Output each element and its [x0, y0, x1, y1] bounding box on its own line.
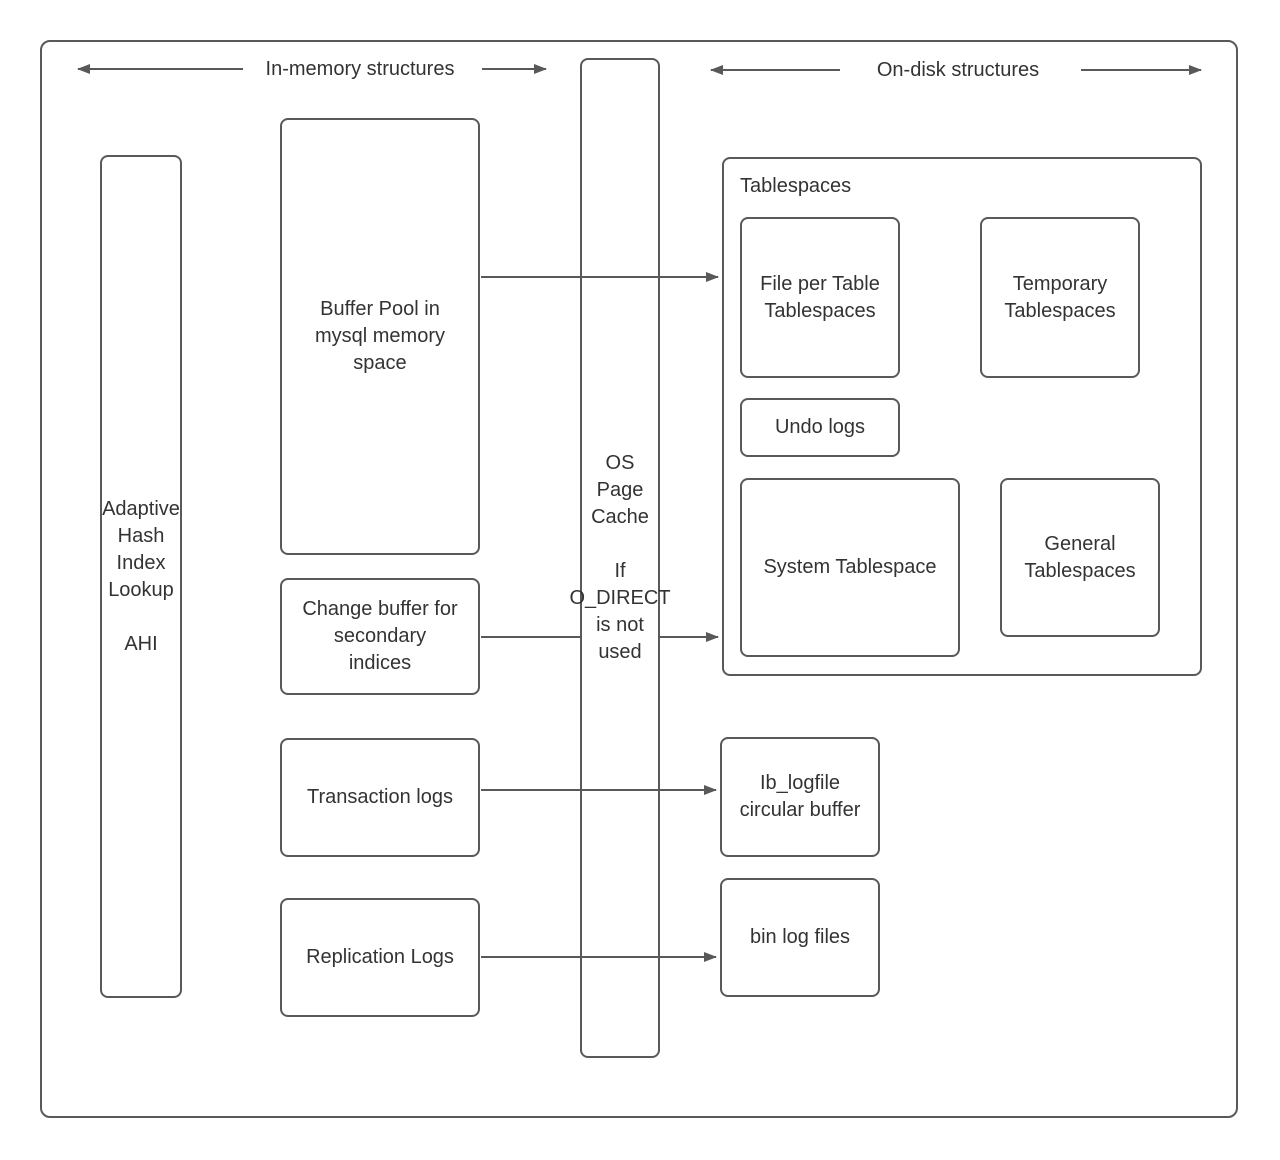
general-tablespaces-label: General Tablespaces: [1024, 532, 1136, 582]
temporary-tablespaces-box: Temporary Tablespaces: [980, 217, 1140, 378]
undo-logs-label: Undo logs: [774, 416, 866, 438]
ahi-label: Adaptive Hash Index Lookup AHI: [102, 497, 180, 655]
system-tablespace-box: System Tablespace: [740, 478, 960, 657]
system-tablespace-label: System Tablespace: [763, 556, 937, 578]
outer-border: [40, 40, 1238, 1118]
change-buffer-label: Change buffer for secondary indices: [302, 598, 458, 674]
file-per-table-label: File per Table Tablespaces: [760, 272, 880, 322]
replication-logs-label: Replication Logs: [306, 946, 454, 968]
bin-log-files-label: bin log files: [749, 926, 851, 948]
os-page-cache-box: OS Page Cache If O_DIRECT is not used: [569, 58, 671, 1058]
file-per-table-box: File per Table Tablespaces: [740, 217, 900, 378]
ahi-box: Adaptive Hash Index Lookup AHI: [100, 155, 182, 998]
on-disk-structures-title: On-disk structures: [876, 59, 1040, 81]
os-page-cache-label: OS Page Cache If O_DIRECT is not used: [569, 452, 671, 663]
temporary-tablespaces-label: Temporary Tablespaces: [1004, 272, 1116, 322]
change-buffer-box: Change buffer for secondary indices: [280, 578, 480, 695]
general-tablespaces-box: General Tablespaces: [1000, 478, 1160, 637]
transaction-logs-label: Transaction logs: [307, 786, 453, 808]
buffer-pool-label: Buffer Pool in mysql memory space: [314, 298, 445, 374]
ib-logfile-box: Ib_logfile circular buffer: [720, 737, 880, 857]
in-memory-structures-title: In-memory structures: [265, 58, 455, 80]
transaction-logs-box: Transaction logs: [280, 738, 480, 857]
replication-logs-box: Replication Logs: [280, 898, 480, 1017]
undo-logs-box: Undo logs: [740, 398, 900, 457]
ib-logfile-label: Ib_logfile circular buffer: [739, 772, 861, 821]
tablespaces-box: [722, 157, 1202, 676]
bin-log-files-box: bin log files: [720, 878, 880, 997]
tablespaces-title: Tablespaces: [740, 175, 852, 197]
buffer-pool-box: Buffer Pool in mysql memory space: [280, 118, 480, 555]
